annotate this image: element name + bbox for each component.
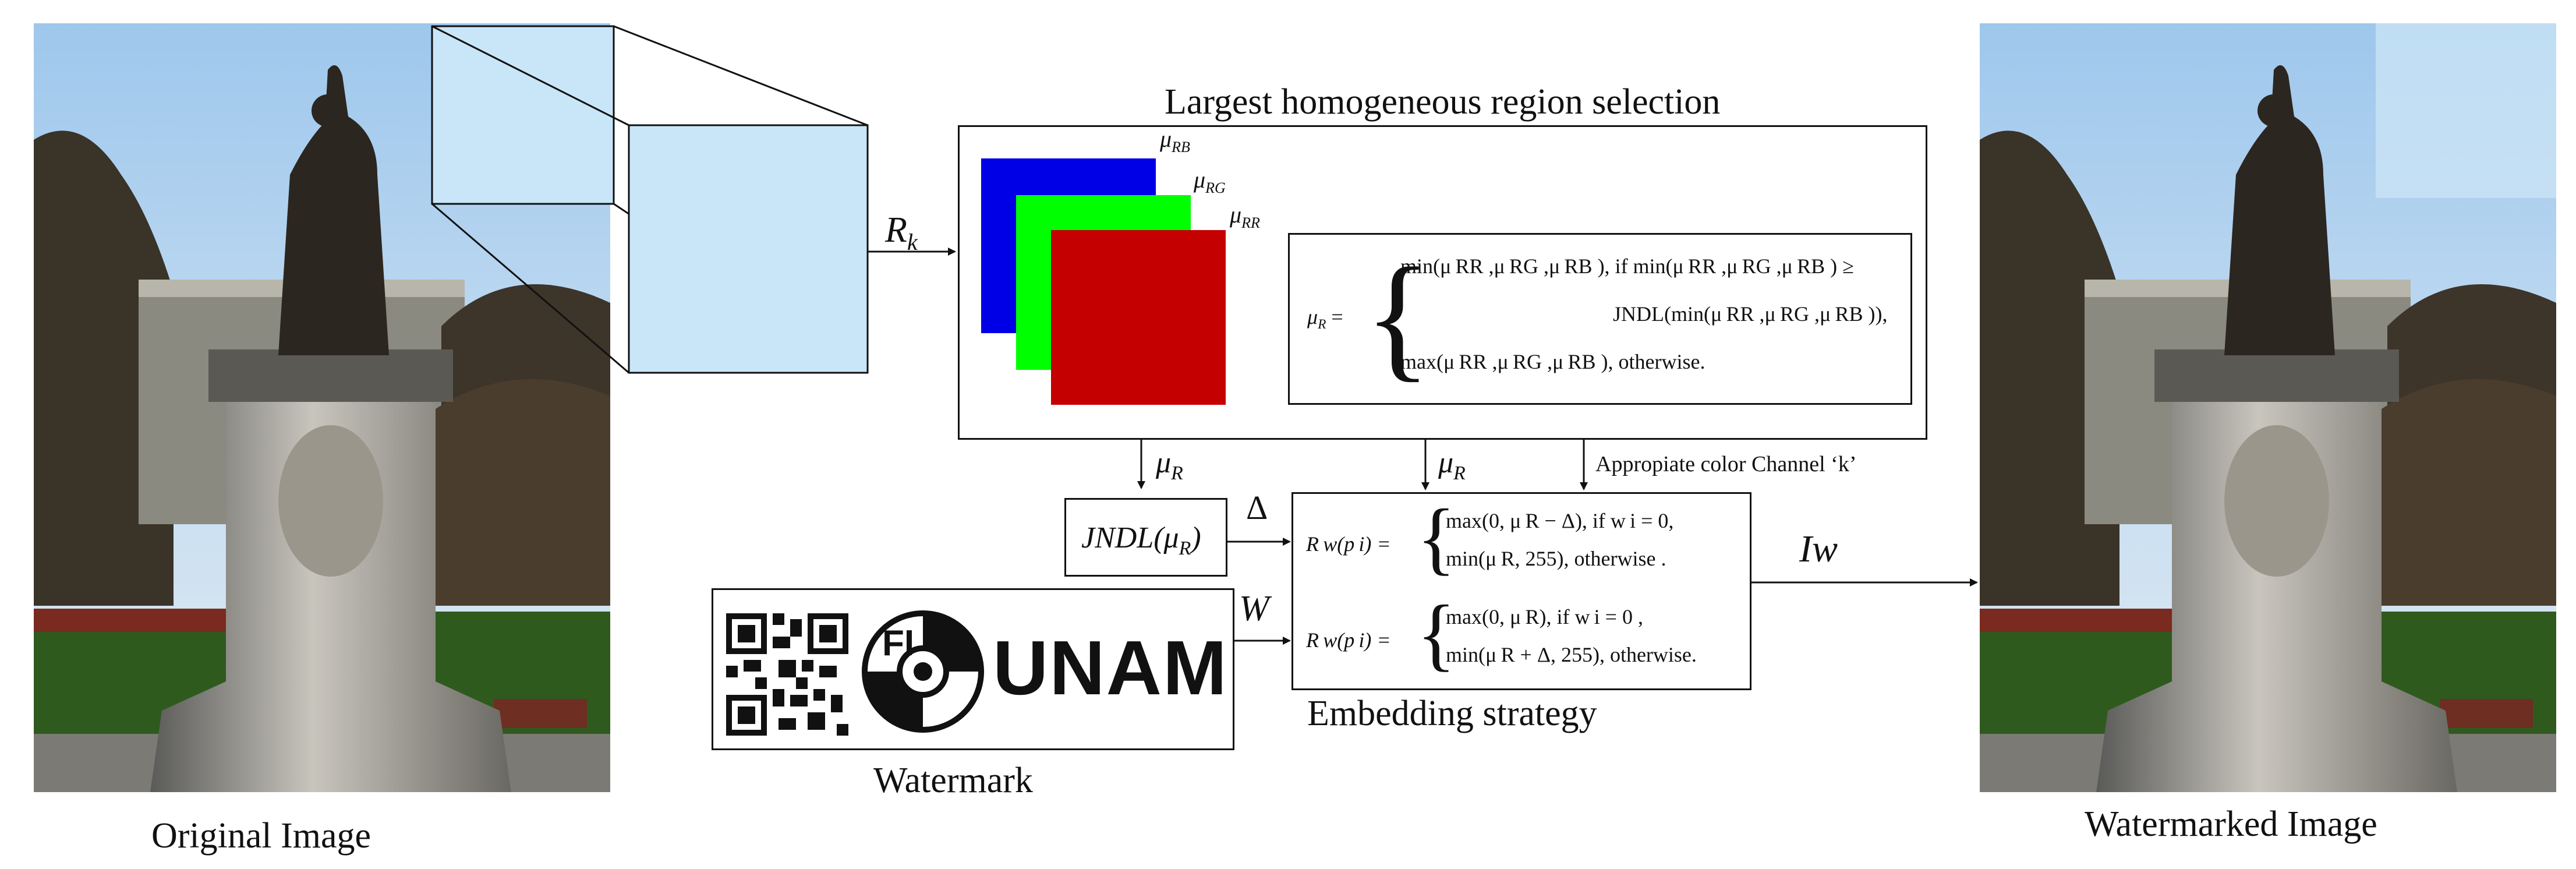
embedding-strategy-title: Embedding strategy xyxy=(1307,694,1597,733)
selection-formula-lhs: μR = xyxy=(1307,305,1343,333)
embed-brace-2: { xyxy=(1417,589,1456,679)
red-channel-square xyxy=(1051,230,1226,405)
selection-formula-box: μR = { min(μ RR ,μ RG ,μ RB ), if min(μ … xyxy=(1288,233,1912,405)
appropriate-channel-label: Appropiate color Channel ‘k’ xyxy=(1595,452,1857,476)
selection-formula-line1: min(μ RR ,μ RG ,μ RB ), if min(μ RR ,μ R… xyxy=(1400,255,1854,278)
qr-code-icon xyxy=(726,613,848,736)
embed-f1-line1: max(0, μ R − Δ), if w i = 0, xyxy=(1446,509,1674,532)
selected-region-block xyxy=(628,124,869,374)
jndl-text: JNDL(μR) xyxy=(1081,521,1201,559)
selection-formula-line3: max(μ RR ,μ RG ,μ RB ), otherwise. xyxy=(1400,350,1705,373)
embed-f2-line2: min(μ R + Δ, 255), otherwise. xyxy=(1446,643,1697,666)
embed-f2-line1: max(0, μ R), if w i = 0 , xyxy=(1446,605,1643,628)
embed-f2-lhs: R w(p i) = xyxy=(1306,628,1391,652)
watermark-box: FI UNAM xyxy=(712,588,1234,750)
original-image xyxy=(34,23,610,792)
watermarked-image-caption: Watermarked Image xyxy=(2085,804,2377,844)
svg-text:FI: FI xyxy=(882,623,914,663)
iw-label: Iw xyxy=(1799,528,1838,570)
delta-label: Δ xyxy=(1246,489,1268,527)
mu-r-label-center: μR xyxy=(1438,446,1466,484)
rk-label: Rk xyxy=(885,210,918,256)
fi-emblem-icon: FI xyxy=(862,610,984,733)
region-selection-title: Largest homogeneous region selection xyxy=(1165,82,1721,122)
mu-rr-label: μRR xyxy=(1230,202,1260,232)
mu-rb-label: μRB xyxy=(1160,126,1190,156)
selection-formula-line2: JNDL(min(μ RR ,μ RG ,μ RB )), xyxy=(1613,302,1888,326)
watermark-caption: Watermark xyxy=(873,761,1033,800)
selection-brace: { xyxy=(1364,239,1432,394)
unam-logo-text: UNAM xyxy=(993,625,1228,711)
watermarked-image xyxy=(1980,23,2556,792)
embedding-box: R w(p i) = { max(0, μ R − Δ), if w i = 0… xyxy=(1291,492,1751,690)
embed-brace-1: { xyxy=(1417,493,1456,583)
embed-f1-lhs: R w(p i) = xyxy=(1306,532,1391,556)
jndl-box: JNDL(μR) xyxy=(1064,498,1227,577)
original-image-caption: Original Image xyxy=(151,816,371,856)
mu-r-label-left: μR xyxy=(1156,446,1183,484)
mu-rg-label: μRG xyxy=(1194,167,1226,197)
embed-f1-line2: min(μ R, 255), otherwise . xyxy=(1446,547,1666,570)
w-label: W xyxy=(1239,589,1269,628)
